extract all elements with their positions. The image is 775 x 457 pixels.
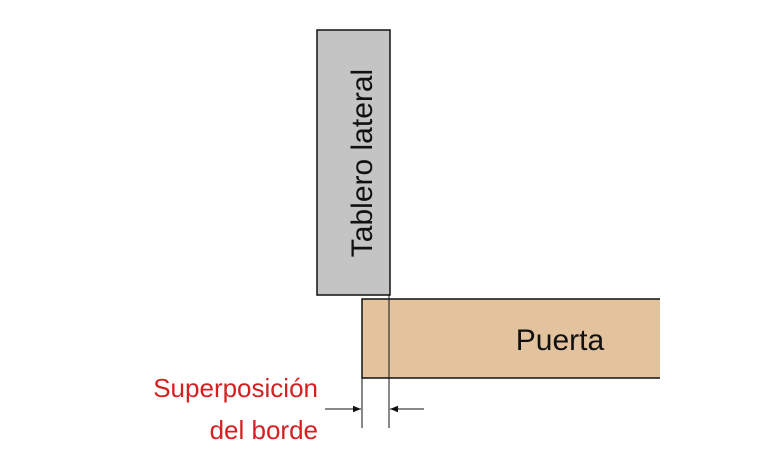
overlap-label-line2: del borde [210,415,318,445]
side-panel [316,29,391,296]
door-label: Puerta [516,324,605,357]
door [361,298,660,379]
overlap-label-line1: Superposición [153,373,318,403]
side-panel-label: Tablero lateral [346,69,379,257]
